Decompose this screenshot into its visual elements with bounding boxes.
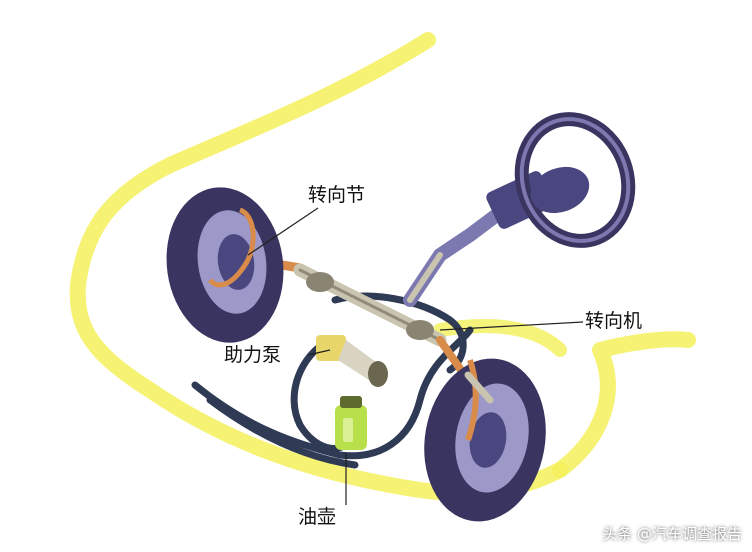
steering-wheel-icon — [514, 112, 636, 248]
reservoir-icon — [335, 396, 367, 450]
leader-lines — [247, 207, 584, 505]
pump-icon — [316, 335, 388, 387]
watermark: 头条 @汽车调查报告 — [602, 525, 742, 543]
wheel-icon — [424, 358, 546, 522]
steering-rack — [235, 253, 472, 384]
label-oil-reservoir: 油壶 — [298, 506, 337, 528]
wheel-icon — [166, 187, 284, 343]
label-steering-gear: 转向机 — [585, 310, 643, 332]
label-steering-knuckle: 转向节 — [308, 184, 366, 206]
label-power-pump: 助力泵 — [224, 344, 282, 366]
